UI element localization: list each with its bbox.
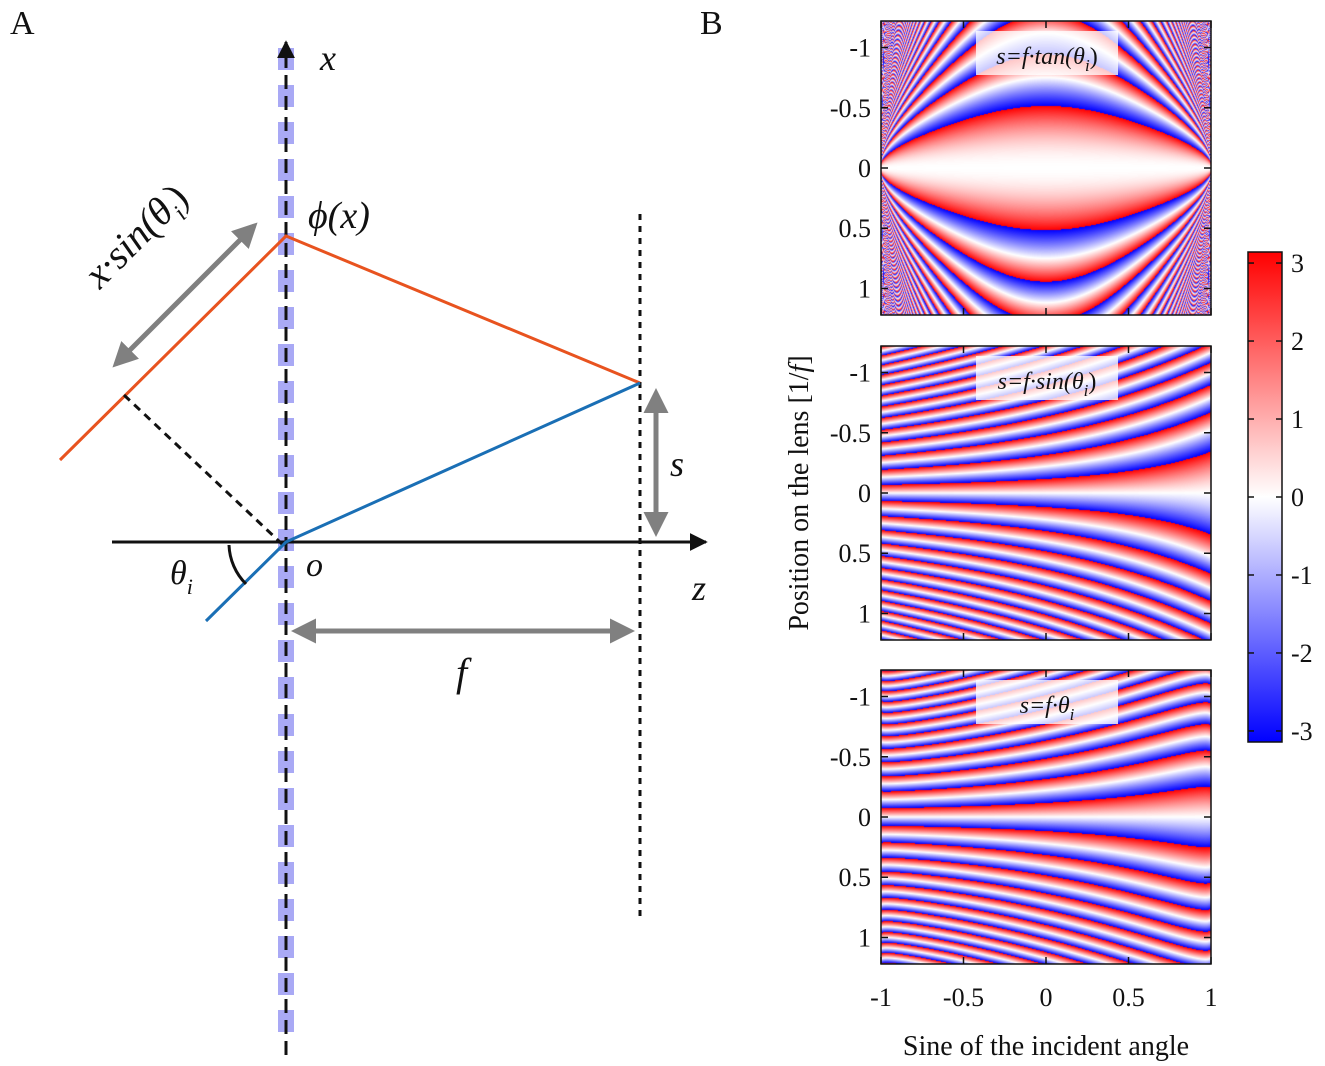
subplot-annotation: s=f·θi xyxy=(1020,693,1075,724)
y-tick-label: 0 xyxy=(858,803,871,832)
x-axis-label: Sine of the incident angle xyxy=(903,1031,1189,1062)
y-tick-label: 0.5 xyxy=(839,863,872,892)
annotation-sub: i xyxy=(1070,705,1075,724)
lens-segment xyxy=(278,899,294,921)
colorbar-tick-label: 2 xyxy=(1291,327,1304,356)
y-tick-label: -1 xyxy=(849,34,871,63)
x-tick-label: 1 xyxy=(1205,983,1218,1012)
subplot-annotation: s=f·sin(θi) xyxy=(998,369,1097,400)
y-axis-label-f: f xyxy=(784,361,815,372)
chief-ray xyxy=(204,381,641,623)
y-tick-label: -0.5 xyxy=(830,94,871,123)
lens-segment xyxy=(278,122,294,144)
y-tick-label: 0.5 xyxy=(839,214,872,243)
annotation-box xyxy=(976,31,1118,75)
y-tick-label: -0.5 xyxy=(830,419,871,448)
panel-a-label: A xyxy=(10,5,35,42)
phase-profile-label: ϕ(x) xyxy=(308,195,370,237)
path-difference-main: x·sin(θ xyxy=(74,189,182,297)
shift-label: s xyxy=(670,444,684,484)
y-tick-label: -1 xyxy=(849,359,871,388)
lens-segment xyxy=(278,418,294,440)
annotation-sub: i xyxy=(1084,381,1089,400)
subplot-theta: 1 0.5 0 -0.5 -1 s=f·θi xyxy=(830,669,1212,965)
y-tick-label: -0.5 xyxy=(830,743,871,772)
wavefront-line xyxy=(122,393,284,546)
annotation-main: s=f·θ xyxy=(1020,693,1070,719)
x-tick-label: 0.5 xyxy=(1112,983,1145,1012)
subplot-tan: 1 0.5 0 -0.5 -1 s=f·tan(θi) xyxy=(830,20,1212,316)
x-tick-label: 0 xyxy=(1040,983,1053,1012)
lens-segment xyxy=(278,714,294,736)
y-tick-label: 1 xyxy=(858,599,871,628)
y-tick-label: 0 xyxy=(858,479,871,508)
colorbar-tick-label: 1 xyxy=(1291,405,1304,434)
annotation-box xyxy=(976,680,1118,724)
y-axis-label: Position on the lens [1/f] xyxy=(784,355,815,630)
focal-length-label: f xyxy=(456,650,472,695)
angle-label-theta: θ xyxy=(170,555,187,592)
lens-segment xyxy=(278,270,294,292)
lens-segment xyxy=(278,751,294,773)
colorbar-tick-label: -3 xyxy=(1291,717,1313,746)
x-tick-label: -0.5 xyxy=(943,983,984,1012)
lens-segment xyxy=(278,566,294,588)
path-difference-arrow xyxy=(112,222,258,368)
y-tick-label: 0 xyxy=(858,154,871,183)
annotation-main: s=f·tan(θ xyxy=(996,44,1085,70)
y-axis-label-main: Position on the lens [1/ xyxy=(784,372,815,630)
panel-a: A x z o ϕ(x) s f θi x·sin(θi) xyxy=(10,5,708,1055)
y-tick-label: 0.5 xyxy=(839,539,872,568)
colorbar-tick-label: 0 xyxy=(1291,483,1304,512)
y-axis-label-end: ] xyxy=(784,355,815,364)
subplot-annotation: s=f·tan(θi) xyxy=(996,44,1097,75)
colorbar-tick-label: -2 xyxy=(1291,639,1313,668)
origin-label: o xyxy=(306,547,323,584)
colorbar-tick-label: 3 xyxy=(1291,249,1304,278)
annotation-close: ) xyxy=(1088,369,1096,395)
colorbar-tick-label: -1 xyxy=(1291,561,1313,590)
subplot-sin: 1 0.5 0 -0.5 -1 s=f·sin(θi) xyxy=(830,345,1212,641)
x-axis-label: x xyxy=(319,38,336,78)
incident-ray xyxy=(58,234,641,462)
z-axis-label: z xyxy=(691,568,706,608)
y-tick-label: 1 xyxy=(858,923,871,952)
angle-label: θi xyxy=(170,555,193,599)
panel-b-label: B xyxy=(700,5,723,42)
y-tick-label: -1 xyxy=(849,683,871,712)
annotation-close: ) xyxy=(1090,44,1098,70)
angle-arc xyxy=(227,544,248,586)
angle-label-sub: i xyxy=(187,574,193,599)
annotation-box xyxy=(976,356,1118,400)
x-tick-label: -1 xyxy=(870,983,892,1012)
y-tick-label: 1 xyxy=(858,274,871,303)
annotation-sub: i xyxy=(1085,56,1090,75)
annotation-main: s=f·sin(θ xyxy=(998,369,1084,395)
path-difference-label: x·sin(θi) xyxy=(74,174,202,302)
